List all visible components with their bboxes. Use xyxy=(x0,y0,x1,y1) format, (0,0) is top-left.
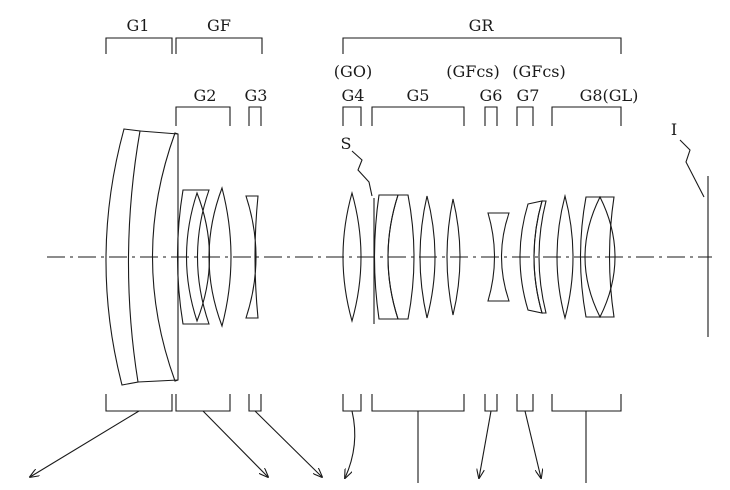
group-label-go: (GO) xyxy=(334,62,372,81)
group-label-g5: G5 xyxy=(407,86,430,105)
top-brackets xyxy=(105,37,622,126)
g2-lens-1 xyxy=(176,189,210,325)
arrow-g1 xyxy=(30,410,140,477)
bottom-bracket-g2 xyxy=(175,394,231,412)
lens-group-g3 xyxy=(245,195,259,319)
g1-cement-line xyxy=(139,130,179,135)
lens-group-g7 xyxy=(519,200,547,314)
group-label-g4: G4 xyxy=(342,86,365,105)
bracket-g1 xyxy=(105,37,173,54)
stop-leader-line xyxy=(351,150,373,197)
group-label-gr: GR xyxy=(469,16,495,35)
bottom-bracket-g7 xyxy=(516,394,534,412)
g8-lens-1 xyxy=(556,193,574,321)
group-label-g6: G6 xyxy=(480,86,503,105)
lens-group-g8 xyxy=(556,193,616,321)
g8-lens-3 xyxy=(584,195,616,319)
image-plane-label: I xyxy=(671,120,677,139)
g4-lens xyxy=(342,190,362,324)
bottom-bracket-g8 xyxy=(551,394,622,412)
group-label-g3: G3 xyxy=(245,86,268,105)
g7-lens-2 xyxy=(533,200,547,314)
bracket-g7 xyxy=(516,106,534,126)
group-label-g2: G2 xyxy=(194,86,217,105)
g2-lens-3 xyxy=(208,186,232,328)
bracket-g8 xyxy=(551,106,622,126)
arrow-g6 xyxy=(479,410,492,478)
g2-lens-2 xyxy=(185,191,211,323)
bracket-g2 xyxy=(175,106,231,126)
bracket-g5 xyxy=(371,106,465,126)
g1-cement-line-bottom xyxy=(137,379,179,383)
bottom-brackets xyxy=(105,394,622,412)
bottom-bracket-g4 xyxy=(342,394,362,412)
group-label-g1: G1 xyxy=(127,16,150,35)
arrow-g3 xyxy=(254,410,322,477)
lens-group-g4 xyxy=(342,190,362,324)
bracket-g6 xyxy=(484,106,498,126)
lens-group-g6 xyxy=(487,212,510,302)
bottom-bracket-g6 xyxy=(484,394,498,412)
arrow-g2 xyxy=(202,410,268,477)
lens-group-g5 xyxy=(373,194,461,320)
group-label-gf: GF xyxy=(207,16,231,35)
movement-arrows xyxy=(30,410,587,483)
stop-label: S xyxy=(341,134,352,153)
g5-lens-2 xyxy=(387,194,415,320)
bracket-g4 xyxy=(342,106,362,126)
bottom-bracket-g3 xyxy=(248,394,262,412)
g3-lens xyxy=(245,195,259,319)
arrow-g4 xyxy=(345,410,356,478)
lens-group-g2 xyxy=(176,186,232,328)
g1-lens-2 xyxy=(152,132,179,382)
g5-lens-3 xyxy=(419,195,436,319)
image-plane-leader xyxy=(679,139,705,198)
g1-lens-1 xyxy=(105,128,141,386)
arrow-g7 xyxy=(524,410,541,478)
bottom-bracket-g1 xyxy=(105,394,173,412)
group-label-g8: G8(GL) xyxy=(580,86,639,105)
bracket-gf xyxy=(175,37,263,54)
bracket-g3 xyxy=(248,106,262,126)
bracket-gr xyxy=(342,37,622,54)
bottom-bracket-g5 xyxy=(371,394,465,412)
lens-group-g1 xyxy=(105,128,179,386)
group-label-gfcs-1: (GFcs) xyxy=(446,62,500,81)
group-label-g7: G7 xyxy=(517,86,540,105)
g5-lens-4 xyxy=(446,198,461,316)
group-label-gfcs-2: (GFcs) xyxy=(512,62,566,81)
g6-lens xyxy=(487,212,510,302)
